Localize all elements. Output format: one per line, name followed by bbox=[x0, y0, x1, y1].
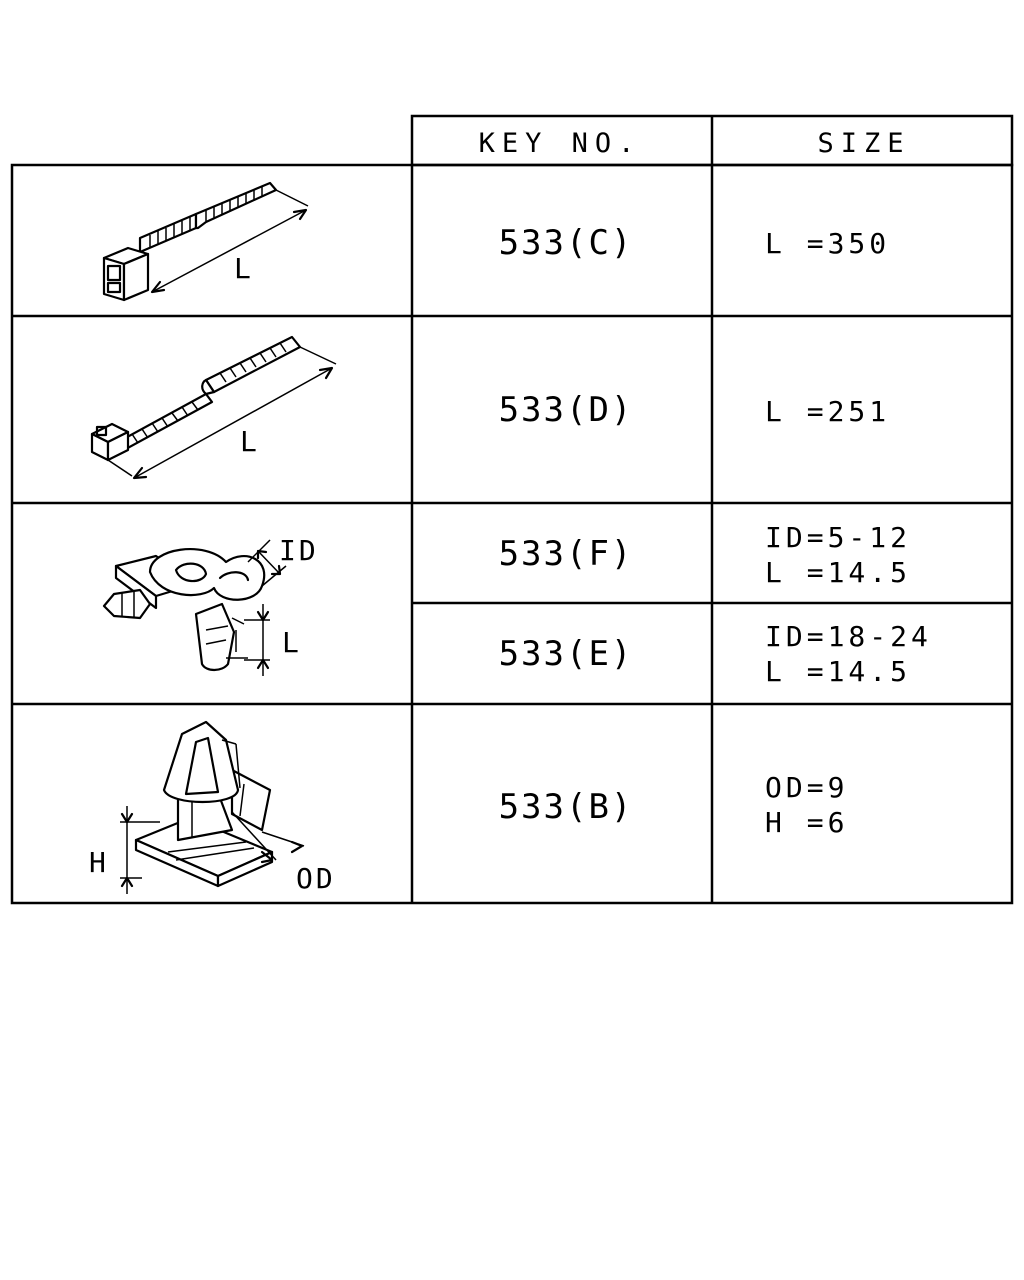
header-key-no: KEY NO. bbox=[479, 128, 642, 159]
dim-label-id: ID bbox=[279, 534, 319, 567]
row-size-533d-line1: L =251 bbox=[765, 395, 890, 428]
dim-label-l: L bbox=[282, 626, 302, 659]
dim-label-h: H bbox=[89, 846, 109, 879]
row-key-533d: 533(D) bbox=[499, 390, 634, 430]
row-size-533e-line2: L =14.5 bbox=[765, 655, 911, 688]
push-clip-icon: H OD bbox=[89, 720, 336, 895]
row-size-533e-line1: ID=18-24 bbox=[765, 620, 932, 653]
header-size: SIZE bbox=[817, 128, 910, 159]
cable-tie-icon: L bbox=[102, 181, 309, 302]
row-key-533b: 533(B) bbox=[499, 787, 634, 827]
releasable-cable-tie-icon: L bbox=[90, 335, 337, 480]
table-grid bbox=[10, 114, 1014, 905]
row-key-533f: 533(F) bbox=[499, 534, 634, 574]
harness-clamp-icon: ID L bbox=[102, 534, 319, 676]
dim-label-l: L bbox=[240, 425, 260, 458]
row-size-533b-line2: H =6 bbox=[765, 806, 848, 839]
row-size-533f-line1: ID=5-12 bbox=[765, 521, 911, 554]
dim-label-l: L bbox=[234, 252, 254, 285]
row-key-533c: 533(C) bbox=[499, 223, 634, 263]
row-key-533e: 533(E) bbox=[499, 634, 634, 674]
row-size-533f-line2: L =14.5 bbox=[765, 556, 911, 589]
dim-label-od: OD bbox=[296, 862, 336, 895]
row-size-533b-line1: OD=9 bbox=[765, 771, 848, 804]
row-size-533c-line1: L =350 bbox=[765, 227, 890, 260]
